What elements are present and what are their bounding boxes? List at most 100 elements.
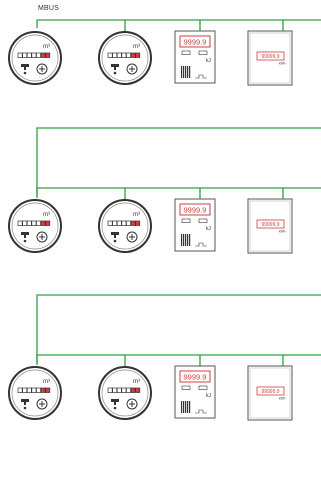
counter-digit [121, 387, 127, 393]
heat-meter-button [198, 218, 208, 223]
water-meter-dial [11, 34, 59, 82]
water-meter: m³ [8, 366, 62, 420]
electric-meter-frame [249, 32, 291, 84]
electric-meter-unit: kWh [279, 230, 286, 234]
water-meter: m³ [98, 31, 152, 85]
barcode-icon [181, 234, 183, 246]
counter-digit [40, 52, 46, 58]
bus-drop-line [276, 188, 284, 201]
water-meter: m³ [8, 199, 62, 253]
counter-digit [130, 52, 136, 58]
counter-digit [107, 387, 113, 393]
heat-meter: 9999.9kJ [174, 198, 216, 252]
drop-icon [23, 239, 27, 243]
plus-dial-cross [129, 401, 135, 407]
water-meter: m³ [8, 31, 62, 85]
electric-meter-reading: 99999.9 [261, 54, 279, 60]
barcode-icon [183, 401, 185, 413]
counter-digit [126, 52, 131, 58]
barcode-icon [183, 66, 185, 78]
plus-dial-cross [39, 401, 45, 407]
heat-meter-display [179, 35, 211, 48]
counter-digit [135, 387, 141, 393]
tap-icon [21, 232, 29, 238]
counter-digit [112, 52, 118, 58]
electric-meter-body [247, 30, 293, 86]
barcode-icon [185, 401, 187, 413]
counter-digit [121, 52, 127, 58]
electric-meter-frame [249, 367, 291, 419]
counter-digit [130, 387, 136, 393]
electric-meter-frame [249, 200, 291, 252]
tap-icon [21, 64, 29, 70]
counter-digit [116, 220, 122, 226]
heat-meter-display [179, 370, 211, 383]
counter-digit [40, 220, 46, 226]
plus-dial-cross [39, 234, 45, 240]
counter-digit [31, 52, 37, 58]
barcode-icon [181, 66, 183, 78]
water-meter-dial [101, 202, 149, 250]
barcode-icon [187, 66, 189, 78]
heat-meter-button [181, 385, 191, 390]
heat-meter: 9999.9kJ [174, 30, 216, 84]
water-meter: m³ [98, 199, 152, 253]
water-meter-dial [11, 202, 59, 250]
counter-digit [107, 52, 113, 58]
electric-meter-body [247, 198, 293, 254]
water-meter: m³ [98, 366, 152, 420]
tap-icon [111, 232, 119, 238]
counter-digit [36, 387, 41, 393]
heat-meter-reading: 9999.9 [184, 38, 207, 47]
tap-icon [21, 399, 29, 405]
barcode-icon [189, 66, 191, 78]
plus-dial-cross [129, 66, 135, 72]
counter-digit [26, 52, 32, 58]
drop-icon [113, 71, 117, 75]
counter-digit [22, 52, 28, 58]
electric-meter-unit: kWh [279, 397, 286, 401]
water-meter-dial [101, 369, 149, 417]
bus-drop-line [193, 355, 201, 368]
counter-digit [116, 387, 122, 393]
counter-digit [17, 52, 23, 58]
barcode-icon [187, 401, 189, 413]
counter-digit [26, 387, 32, 393]
counter-digit [112, 387, 118, 393]
bus-label: MBUS [38, 5, 60, 12]
water-meter-unit: m³ [133, 44, 140, 50]
counter-digit [116, 52, 122, 58]
bus-drop-line [276, 355, 284, 368]
water-meter-unit: m³ [133, 379, 140, 385]
bus-drop-line [276, 20, 284, 33]
pulse-icon [195, 74, 207, 79]
electric-meter-reading: 99999.9 [261, 389, 279, 395]
bus-feeder-line [36, 127, 321, 198]
electric-meter-reading: 99999.9 [261, 222, 279, 228]
heat-meter-unit: kJ [206, 393, 212, 399]
pulse-icon [195, 409, 207, 414]
heat-meter-unit: kJ [206, 226, 212, 232]
counter-digit [126, 387, 131, 393]
drop-icon [113, 239, 117, 243]
pulse-icon [195, 242, 207, 247]
bus-main-line [36, 354, 321, 363]
electric-meter-display [256, 51, 285, 61]
barcode-icon [181, 401, 183, 413]
electric-meter-display [256, 386, 285, 396]
water-meter-unit: m³ [43, 44, 50, 50]
bus-drop-line [193, 188, 201, 201]
tap-icon [111, 64, 119, 70]
drop-icon [113, 406, 117, 410]
heat-meter-reading: 9999.9 [184, 373, 207, 382]
bus-main-line [36, 187, 321, 196]
drop-icon [23, 406, 27, 410]
barcode-icon [183, 234, 185, 246]
counter-digit [107, 220, 113, 226]
counter-digit [22, 220, 28, 226]
barcode-icon [187, 234, 189, 246]
heat-meter-display [179, 203, 211, 216]
